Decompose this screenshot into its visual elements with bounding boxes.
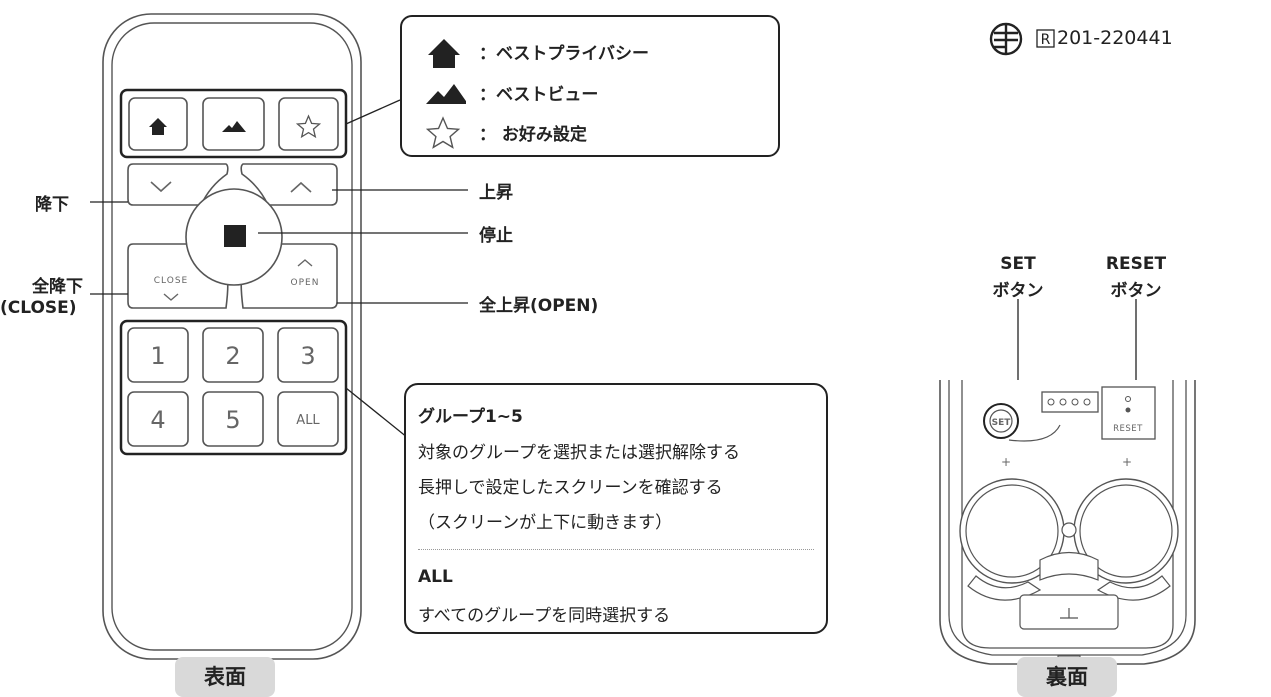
set-button[interactable]: SET	[983, 403, 1019, 439]
up-button[interactable]	[240, 163, 338, 206]
down-label: 降下	[35, 195, 69, 215]
stop-label: 停止	[479, 226, 513, 246]
favorites-callout-icons	[426, 39, 466, 149]
set-button-text: SET	[992, 418, 1012, 428]
favorite-custom-text: ： お好み設定	[479, 125, 587, 145]
registered-r-icon: R	[1036, 29, 1055, 48]
stop-square-icon	[224, 225, 246, 247]
group-button-all[interactable]: ALL	[277, 391, 339, 447]
all-callout-title: ALL	[418, 567, 453, 587]
reset-label-line1: RESET	[1105, 254, 1167, 274]
favorites-callout: ：ベストプライバシー ：ベストビュー ： お好み設定	[400, 15, 780, 157]
group-button-5[interactable]: 5	[202, 391, 264, 447]
group-callout-title: グループ1~5	[418, 407, 523, 427]
giteki-mark-icon	[989, 22, 1023, 56]
view-button[interactable]	[202, 97, 265, 151]
up-label: 上昇	[479, 183, 513, 203]
back-side-tag: 裏面	[1017, 657, 1117, 697]
front-side-tag: 表面	[175, 657, 275, 697]
star-icon	[426, 116, 461, 149]
chevron-up-icon	[290, 181, 312, 193]
group-callout-line-1: 対象のグループを選択または選択解除する	[418, 443, 740, 463]
group-callout-line-2: 長押しで設定したスクリーンを確認する	[418, 478, 723, 498]
group-button-5-text: 5	[225, 406, 240, 434]
group-button-3-text: 3	[300, 342, 315, 370]
chevron-down-small-icon	[163, 293, 179, 301]
svg-text:+: +	[1122, 455, 1132, 469]
certification-number: 201-220441	[1057, 27, 1173, 49]
chevron-down-icon	[150, 181, 172, 193]
home-button[interactable]	[128, 97, 188, 151]
stop-button[interactable]	[185, 188, 283, 286]
reset-button[interactable]: RESET	[1101, 386, 1156, 440]
group-button-4[interactable]: 4	[127, 391, 189, 447]
group-callout-divider	[418, 549, 814, 550]
chevron-up-small-icon	[297, 259, 313, 267]
set-label-line1: SET	[1000, 254, 1036, 274]
close-button-text: CLOSE	[154, 276, 188, 286]
favorite-button[interactable]	[278, 97, 339, 151]
group-callout: グループ1~5 対象のグループを選択または選択解除する 長押しで設定したスクリー…	[404, 383, 828, 634]
star-icon	[295, 114, 322, 139]
group-callout-line-3: （スクリーンが上下に動きます）	[418, 513, 673, 533]
reset-button-text: RESET	[1113, 424, 1143, 434]
all-callout-desc: すべてのグループを同時選択する	[418, 606, 671, 626]
svg-text:+: +	[1001, 455, 1011, 469]
group-button-all-text: ALL	[296, 413, 320, 428]
mountain-icon	[222, 121, 246, 132]
open-button-text: OPEN	[291, 278, 320, 288]
house-icon	[149, 118, 167, 135]
mountain-icon	[426, 84, 466, 104]
close-label-line1: 全降下	[32, 277, 83, 297]
svg-text:R: R	[1041, 32, 1051, 48]
down-button[interactable]	[127, 163, 229, 206]
group-button-3[interactable]: 3	[277, 327, 339, 383]
reset-label-line2: ボタン	[1110, 281, 1162, 301]
group-button-1-text: 1	[150, 342, 165, 370]
close-label-line2: (CLOSE)	[0, 298, 77, 318]
remote-back-body: + +	[939, 380, 1196, 665]
group-button-1[interactable]: 1	[127, 327, 189, 383]
open-label: 全上昇(OPEN)	[479, 296, 599, 316]
favorite-best-view-text: ：ベストビュー	[479, 85, 599, 105]
group-button-2[interactable]: 2	[202, 327, 264, 383]
set-label-line2: ボタン	[992, 281, 1044, 301]
group-button-2-text: 2	[225, 342, 240, 370]
house-icon	[428, 39, 460, 68]
group-button-4-text: 4	[150, 406, 165, 434]
favorite-best-privacy-text: ：ベストプライバシー	[479, 44, 649, 64]
